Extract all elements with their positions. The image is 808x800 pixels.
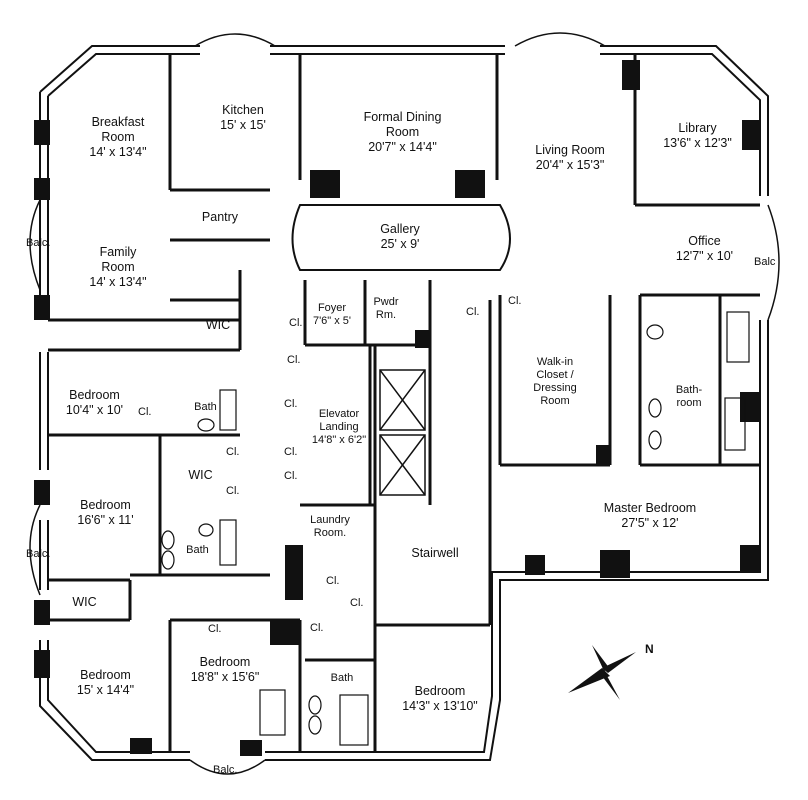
- closet-label: Cl.: [226, 485, 240, 497]
- bath-3-label: Bath: [330, 672, 354, 684]
- balcony-west-mid: [29, 504, 41, 596]
- closet-label: Cl.: [466, 306, 480, 318]
- pantry-label: Pantry: [201, 210, 239, 224]
- balcony-east-label: Balc: [754, 256, 776, 268]
- wic-low-label: WIC: [72, 595, 97, 609]
- closet-label: Cl.: [284, 446, 298, 458]
- kitchen-bay: [194, 33, 276, 47]
- master-bathroom-label: Bath- room: [675, 384, 703, 409]
- bath-2-label: Bath: [186, 544, 209, 556]
- powder-room-label: Pwdr Rm.: [373, 296, 399, 321]
- walkin-closet-label: Walk-in Closet / Dressing Room: [533, 356, 577, 407]
- closet-label: Cl.: [289, 317, 303, 329]
- balcony-south: [189, 759, 266, 775]
- balcony-south-label: Balc.: [213, 764, 238, 776]
- balcony-east: [767, 204, 780, 321]
- closet-label: Cl.: [138, 406, 152, 418]
- closet-label: Cl.: [284, 398, 298, 410]
- balcony-west-top-label: Balc.: [26, 237, 51, 249]
- closet-label: Cl.: [310, 622, 324, 634]
- closet-label: Cl.: [326, 575, 340, 587]
- living-bay: [514, 32, 606, 47]
- closet-label: Cl.: [287, 354, 301, 366]
- closet-label: Cl.: [208, 623, 222, 635]
- gallery-outline: [291, 204, 511, 271]
- wic-top-label: WIC: [205, 318, 231, 332]
- closet-label: Cl.: [284, 470, 298, 482]
- balcony-west-mid-label: Balc.: [26, 548, 51, 560]
- balcony-west-top: [29, 199, 41, 291]
- bath-1-label: Bath: [194, 401, 217, 413]
- compass-icon: [568, 645, 636, 700]
- closet-label: Cl.: [226, 446, 240, 458]
- closet-label: Cl.: [350, 597, 364, 609]
- compass-north-label: N: [645, 642, 654, 656]
- wic-mid-label: WIC: [188, 468, 213, 482]
- exterior-wall: [39, 45, 769, 761]
- stairwell-label: Stairwell: [411, 546, 459, 560]
- laundry-room-label: Laundry Room.: [310, 514, 350, 539]
- exterior-wall-inner: [47, 53, 761, 753]
- closet-label: Cl.: [508, 295, 522, 307]
